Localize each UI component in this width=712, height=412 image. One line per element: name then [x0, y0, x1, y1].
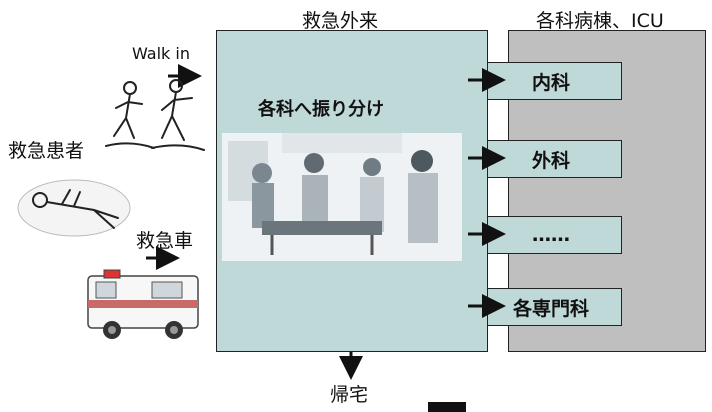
home-label: 帰宅 [330, 384, 369, 406]
patient-label: 救急患者 [8, 140, 85, 162]
ambulance-label: 救急車 [136, 230, 194, 252]
running-people-icon [105, 79, 205, 151]
ambulance-icon [87, 269, 199, 339]
medical-team-photo [222, 133, 462, 261]
er-title: 救急外来 [302, 10, 379, 32]
lying-patient-icon [17, 179, 131, 237]
triage-label: 各科へ振り分け [258, 99, 384, 120]
ward-title: 各科病棟、ICU [536, 10, 664, 32]
bottom-bar [428, 402, 466, 412]
walk-in-label: Walk in [132, 44, 190, 63]
dept-internal-medicine: 内科 [480, 62, 622, 100]
